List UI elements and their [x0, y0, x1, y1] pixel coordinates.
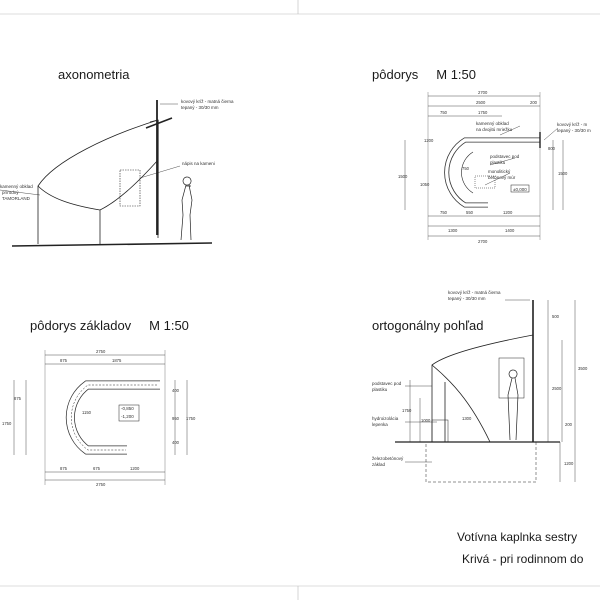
footer-line-2: Krivá - pri rodinnom do [462, 552, 584, 566]
podorys-scale: M 1:50 [436, 67, 476, 82]
pod-stone-note-2: na dvojitú mriežku [476, 127, 513, 132]
pod-dim-rad2: 1050 [420, 182, 430, 187]
zak-dim-bot-c: 1200 [130, 466, 140, 471]
pod-dim-left: 1500 [398, 174, 408, 179]
footer-line-1: Votívna kaplnka sestry [457, 530, 578, 544]
pod-dim-side2: 1500 [558, 171, 568, 176]
pod-dim-bot1: 1300 [448, 228, 458, 233]
podorys-zakladov-view [13, 350, 188, 485]
zak-dim-right1: 400 [172, 388, 180, 393]
ort-dim-h4: 1200 [564, 461, 574, 466]
pod-wall-note-1: monolitický [488, 169, 511, 174]
ort-dim-h7: 1300 [462, 416, 472, 421]
ort-base-note-1: podstavec pod [372, 381, 402, 386]
pod-dim-inner: 750 [462, 166, 470, 171]
podorys-zakladov-scale: M 1:50 [149, 318, 189, 333]
zak-dim-bot: 2750 [96, 482, 106, 487]
zak-dim-top-b: 1875 [112, 358, 122, 363]
ort-dim-h5: 1750 [402, 408, 412, 413]
ortogonalny-title: ortogonálny pohľad [372, 318, 484, 333]
pod-dim-b2: 550 [466, 210, 474, 215]
pod-dim-b1: 750 [440, 210, 448, 215]
pod-dim-top: 2700 [478, 90, 488, 95]
axo-stone-note-2: prírodný [2, 190, 19, 195]
zak-dim-right2: 1750 [186, 416, 196, 421]
pod-dim-side1: 800 [548, 146, 556, 151]
axonometria-title: axonometria [58, 67, 130, 82]
pod-base-note-1: podstavec pod [490, 154, 520, 159]
ort-hydro-note-1: hydroizolácia [372, 416, 399, 421]
zak-dim-top-a: 875 [60, 358, 68, 363]
ort-cross-note-1: kovový kríž - matná čierna [448, 290, 501, 295]
ort-dim-h1: 500 [552, 314, 560, 319]
axo-cross-note-2: tepaný - 30/30 mm [181, 105, 219, 110]
ort-found-note-1: železobetónový [372, 456, 404, 461]
pod-level-note: ±0,000 [513, 187, 527, 192]
ort-found-note-2: základ [372, 462, 386, 467]
ort-hydro-note-2: lepenka [372, 422, 388, 427]
pod-dim-b3: 1200 [503, 210, 513, 215]
pod-dim-bot2: 1400 [505, 228, 515, 233]
zak-dim-left2: 1750 [2, 421, 12, 426]
axo-cross-note: kovový kríž - matná čierna [181, 99, 234, 104]
zak-dim-r1: 1150 [82, 410, 92, 415]
zak-level-note-1: -0,850 [121, 406, 134, 411]
pod-wall-note-2: betónový múr [488, 175, 516, 180]
zak-dim-bot-a: 875 [60, 466, 68, 471]
pod-dim-rad1: 1200 [424, 138, 434, 143]
pod-dim-top-a: 2500 [476, 100, 486, 105]
pod-cross-note: kovový kríž - m [557, 122, 588, 127]
axo-stone-note-3: TAMORLAND [2, 196, 31, 201]
ort-dim-h8: 200 [565, 422, 573, 427]
zak-dim-right3: 950 [172, 416, 180, 421]
axo-stone-note-1: kamenný obklad [0, 184, 33, 189]
zak-dim-bot-b: 675 [93, 466, 101, 471]
podorys-view [404, 92, 564, 240]
pod-dim-top-b: 200 [530, 100, 538, 105]
ortogonalny-view [395, 299, 576, 483]
pod-base-note-2: plastiku [490, 160, 506, 165]
zak-dim-left1: 875 [14, 396, 22, 401]
axo-sign-note: nápis na kameni [182, 161, 215, 166]
ort-dim-h6: 1000 [421, 418, 431, 423]
pod-cross-note-2: tepaný - 30/30 m [557, 128, 591, 133]
ort-cross-note-2: tepaný - 30/30 mm [448, 296, 486, 301]
ort-base-note-2: plastiku [372, 387, 388, 392]
pod-stone-note-1: kamenný obklad [476, 121, 509, 126]
axonometria-view [0, 100, 213, 247]
ort-dim-h3: 3500 [578, 366, 588, 371]
pod-dim-r1: 750 [440, 110, 448, 115]
zak-level-note-2: -1,200 [121, 414, 134, 419]
zak-dim-top: 2750 [96, 349, 106, 354]
zak-dim-right4: 400 [172, 440, 180, 445]
pod-dim-bot: 2700 [478, 239, 488, 244]
pod-dim-r2: 1750 [478, 110, 488, 115]
ort-dim-h2: 2500 [552, 386, 562, 391]
